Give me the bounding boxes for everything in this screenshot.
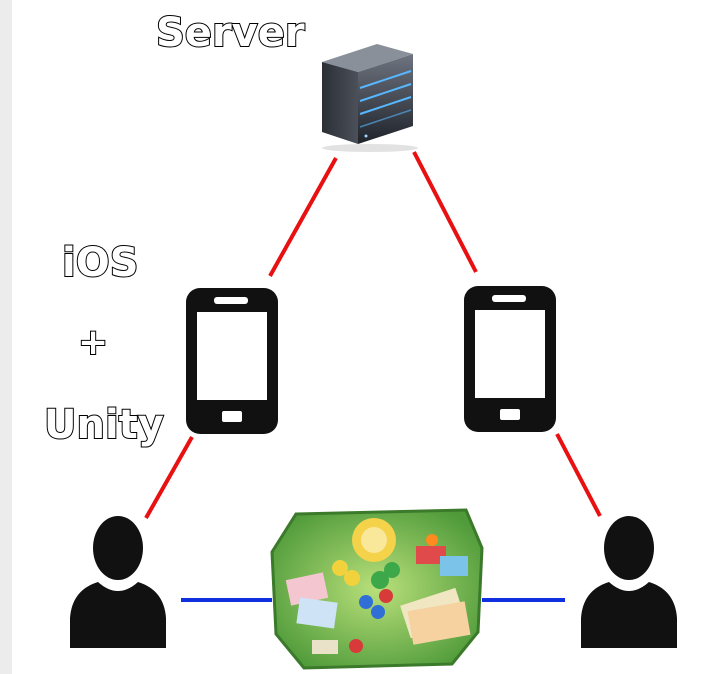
link-server-phone-right: [412, 151, 478, 273]
server-icon: [322, 44, 418, 152]
platform-label-plus: +: [77, 321, 109, 364]
platform-label-unity: Unity: [43, 401, 165, 449]
board-game-image: [270, 508, 484, 670]
user-icon: [581, 516, 677, 648]
user-icon: [70, 516, 166, 648]
link-phone-right-user-right: [555, 433, 602, 517]
left-edge-bar: [0, 0, 12, 674]
link-server-phone-left: [268, 157, 338, 277]
phone-icon: [464, 286, 556, 432]
server-label: Server: [155, 9, 306, 57]
phone-icon: [186, 288, 278, 434]
platform-label-ios: iOS: [61, 239, 140, 287]
link-phone-left-user-left: [144, 436, 194, 519]
